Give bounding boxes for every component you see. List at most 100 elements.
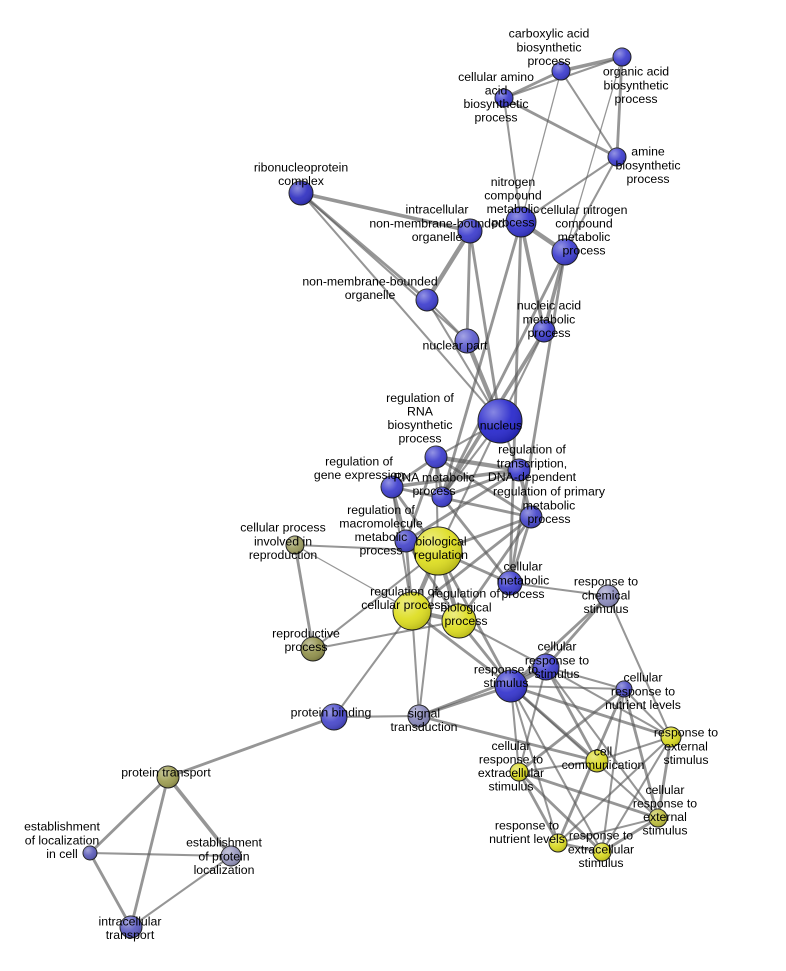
edge-est_protein_local--est_local_cell [88, 851, 233, 858]
node-biological_regulation[interactable] [413, 526, 463, 576]
edge-cellular_resp_nutrient--resp_extracellular [600, 687, 626, 854]
node-sheen-reg_primary_mp [520, 506, 542, 528]
edge-carboxylic_acid_bp--organic_acid_bp [559, 55, 624, 73]
edge-nitrogen_compound_mp--nucleic_acid_mp [519, 220, 546, 333]
node-reproductive_process[interactable] [300, 636, 326, 662]
node-carboxylic_acid_bp[interactable] [551, 61, 571, 81]
edge-resp_chemical--resp_external [606, 594, 673, 739]
node-nucleic_acid_mp[interactable] [532, 319, 556, 343]
edge-cellular_resp_nutrient--cellular_resp_extracellular [517, 687, 626, 774]
node-est_protein_local[interactable] [220, 845, 242, 867]
node-cellular_amino_acid_bp[interactable] [494, 88, 514, 108]
node-cellular_resp_external[interactable] [648, 808, 668, 828]
nodes-layer [82, 47, 682, 939]
edge-reg_biological_process--reproductive_process [311, 619, 461, 651]
node-organic_acid_bp[interactable] [612, 47, 632, 67]
node-cellular_resp_stimulus[interactable] [532, 653, 560, 681]
node-nmb_organelle[interactable] [415, 288, 439, 312]
node-nuclear_part[interactable] [454, 328, 480, 354]
edge-resp_external--resp_nutrient [556, 735, 673, 845]
node-ribonucleoprotein[interactable] [288, 180, 314, 206]
edge-cellular_resp_extracellular--resp_extracellular [517, 770, 604, 854]
node-sheen-resp_chemical [597, 585, 619, 607]
edge-ribonucleoprotein--nucleus [299, 191, 502, 423]
node-cellular_nitrogen_mp[interactable] [551, 238, 579, 266]
node-sheen-reg_cellular_process [393, 592, 431, 630]
edge-protein_transport--intracellular_transport [129, 775, 170, 929]
node-sheen-reg_rna_bp [425, 446, 447, 468]
node-resp_external[interactable] [660, 726, 682, 748]
node-intracellular_nmb[interactable] [457, 218, 483, 244]
node-amine_bp[interactable] [607, 147, 627, 167]
node-protein_binding[interactable] [320, 703, 348, 731]
node-reg_transcription[interactable] [507, 458, 531, 482]
node-reg_biological_process[interactable] [441, 603, 477, 639]
node-nucleus[interactable] [477, 398, 523, 444]
edge-proc_repro--reg_cellular_process [294, 544, 413, 612]
node-cellular_mp[interactable] [497, 570, 523, 596]
node-sheen-est_local_cell [83, 846, 97, 860]
edge-reg_rna_bp--reg_primary_mp [434, 455, 533, 519]
node-reg_rna_bp[interactable] [424, 445, 448, 469]
node-sheen-reg_macro_mp [395, 530, 417, 552]
node-protein_transport[interactable] [156, 765, 180, 789]
edge-protein_binding--protein_transport [166, 715, 336, 779]
node-reg_primary_mp[interactable] [519, 505, 543, 529]
edge-protein_binding--signal_transduction [332, 714, 421, 719]
edge-ribonucleoprotein--intracellular_nmb [299, 191, 472, 233]
edge-resp_nutrient--cellular_resp_external [556, 816, 660, 845]
edge-cellular_resp_nutrient--resp_external [622, 687, 673, 739]
edge-resp_stimulus--resp_extracellular [509, 684, 604, 854]
node-cellular_resp_nutrient[interactable] [615, 680, 633, 698]
node-reg_cellular_process[interactable] [392, 591, 432, 631]
node-sheen-resp_extracellular [593, 843, 611, 861]
node-proc_repro[interactable] [285, 535, 305, 555]
node-cell_communication[interactable] [585, 749, 609, 773]
node-sheen-protein_transport [157, 766, 179, 788]
node-sheen-cell_communication [586, 750, 608, 772]
edge-reg_primary_mp--reg_cellular_process [410, 515, 533, 613]
node-sheen-nuclear_part [455, 329, 479, 353]
node-sheen-cellular_resp_stimulus [533, 654, 559, 680]
node-resp_stimulus[interactable] [494, 669, 528, 703]
node-intracellular_transport[interactable] [119, 915, 143, 939]
edge-protein_transport--est_local_cell [88, 775, 170, 855]
node-reg_gene_expr[interactable] [380, 475, 404, 499]
node-resp_extracellular[interactable] [592, 842, 612, 862]
edge-cellular_resp_extracellular--cellular_resp_external [517, 770, 660, 820]
edge-cell_communication--cellular_resp_extracellular [517, 759, 599, 774]
edge-cellular_resp_stimulus--cellular_resp_extracellular [517, 665, 548, 774]
node-cellular_resp_extracellular[interactable] [509, 762, 529, 782]
node-signal_transduction[interactable] [407, 704, 431, 728]
edge-carboxylic_acid_bp--cellular_amino_acid_bp [502, 69, 563, 100]
node-sheen-carboxylic_acid_bp [552, 62, 570, 80]
node-sheen-rna_mp [432, 487, 452, 507]
node-label-protein_transport: protein transport [121, 765, 211, 779]
node-nitrogen_compound_mp[interactable] [505, 206, 537, 238]
node-est_local_cell[interactable] [82, 845, 98, 861]
edge-amine_bp--cellular_nitrogen_mp [563, 155, 619, 254]
edge-carboxylic_acid_bp--nitrogen_compound_mp [520, 70, 562, 223]
node-rna_mp[interactable] [431, 486, 453, 508]
node-sheen-resp_external [661, 727, 681, 747]
node-sheen-organic_acid_bp [613, 48, 631, 66]
node-resp_nutrient[interactable] [548, 833, 568, 853]
edge-cellular_resp_extracellular--resp_nutrient [517, 770, 560, 845]
node-resp_chemical[interactable] [596, 584, 620, 608]
